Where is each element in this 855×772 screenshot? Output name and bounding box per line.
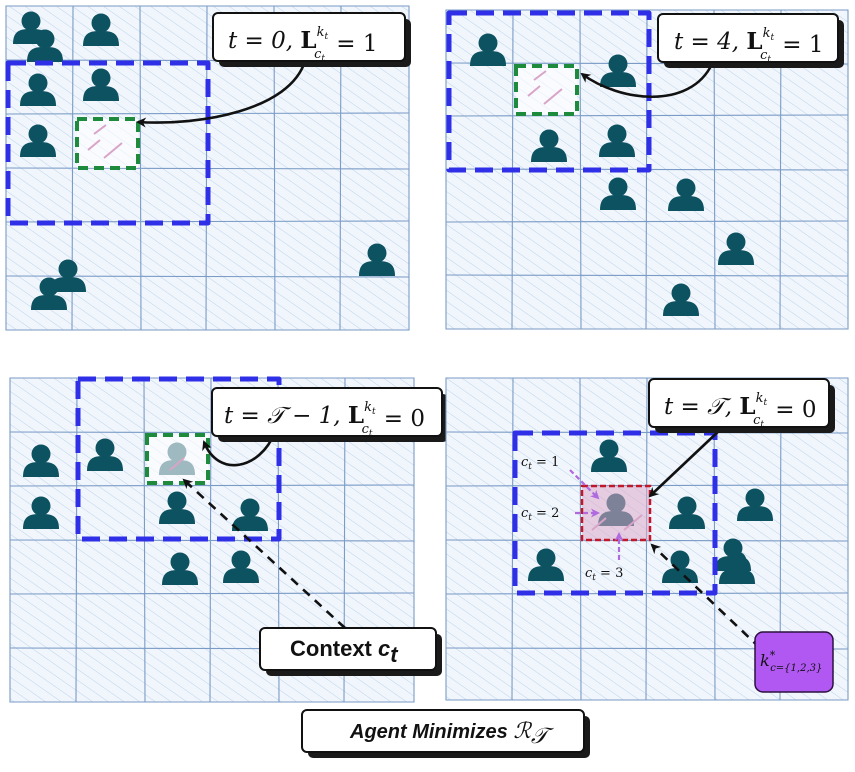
panel-4-arrow [648,427,723,498]
panel-3-arrow [202,431,277,467]
panel-1-green-cell [75,117,140,170]
panel-4-k-arrow [650,543,761,649]
panel-3-blue-region [75,376,282,542]
purple-arrow-1 [569,469,600,500]
context-label: Context ct [290,636,399,667]
panel-1-arrow [136,60,307,128]
panel-3-green-cell [145,433,210,485]
panel-3-context-arrow [182,478,346,629]
panel-2-blue-region [446,10,652,173]
context-label-callout: Context ct [259,627,442,676]
panel-2-arrow [580,63,714,98]
context-1-label: ct = 1 [521,455,559,472]
svg-text:k*c={1,2,3}: k*c={1,2,3} [760,649,822,674]
panel-4-blue-region [512,430,718,596]
footer-callout: Agent Minimizes ℛ𝒯 [301,709,590,758]
panel-1-blue-region [5,60,211,226]
k-star-box: k*c={1,2,3} [754,631,834,693]
panel-2-green-cell [514,64,579,116]
context-3-label: ct = 3 [585,566,623,583]
context-2-label: ct = 2 [521,506,559,523]
